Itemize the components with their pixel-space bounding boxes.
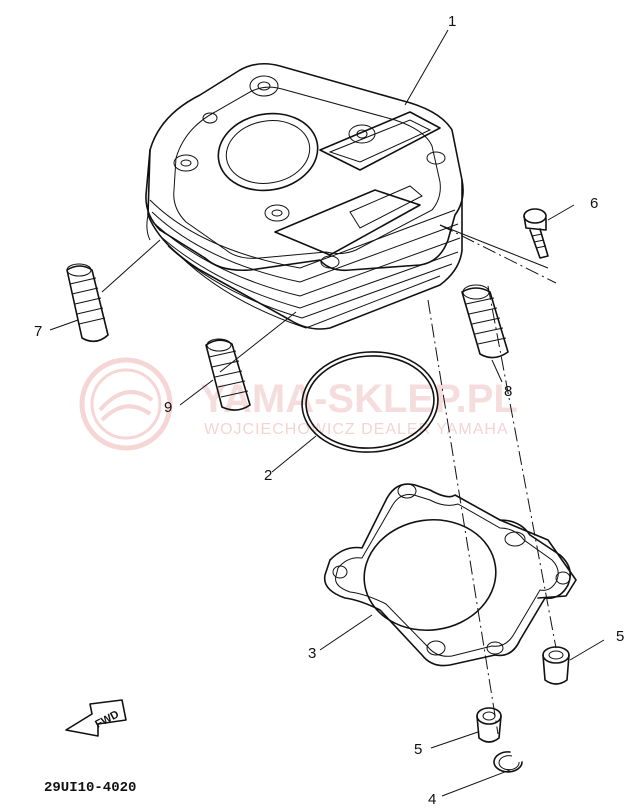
callout-7: 7 <box>34 323 42 340</box>
callout-5-left: 5 <box>414 741 422 758</box>
spring-part-9 <box>205 338 251 411</box>
watermark-logo <box>79 357 173 451</box>
gasket-part <box>323 483 577 667</box>
diagram-code: 29UI10-4020 <box>44 780 136 796</box>
callout-2: 2 <box>264 467 272 484</box>
circlip-part <box>493 751 523 773</box>
bolt-part <box>523 208 549 259</box>
o-ring-part <box>301 351 439 453</box>
watermark-text: YAMA-SKLEP.PL <box>200 377 518 421</box>
callout-3: 3 <box>308 645 316 662</box>
spring-part-7 <box>66 263 109 343</box>
fwd-arrow-icon: FWD <box>65 699 127 737</box>
callout-5-right: 5 <box>616 628 624 645</box>
spring-part-8 <box>461 284 509 359</box>
watermark-subtext: WOJCIECHOWICZ DEALER YAMAHA <box>204 421 509 438</box>
callout-1: 1 <box>448 13 456 30</box>
callout-8: 8 <box>504 383 512 400</box>
callout-4: 4 <box>428 791 436 808</box>
fwd-label: FWD <box>93 708 121 730</box>
dowel-pin-left <box>476 707 502 743</box>
dowel-pin-right <box>542 646 570 685</box>
callout-6: 6 <box>590 195 598 212</box>
leader-lines <box>49 29 605 797</box>
callout-9: 9 <box>164 399 172 416</box>
center-lines <box>427 224 557 735</box>
cylinder-part <box>145 62 464 330</box>
